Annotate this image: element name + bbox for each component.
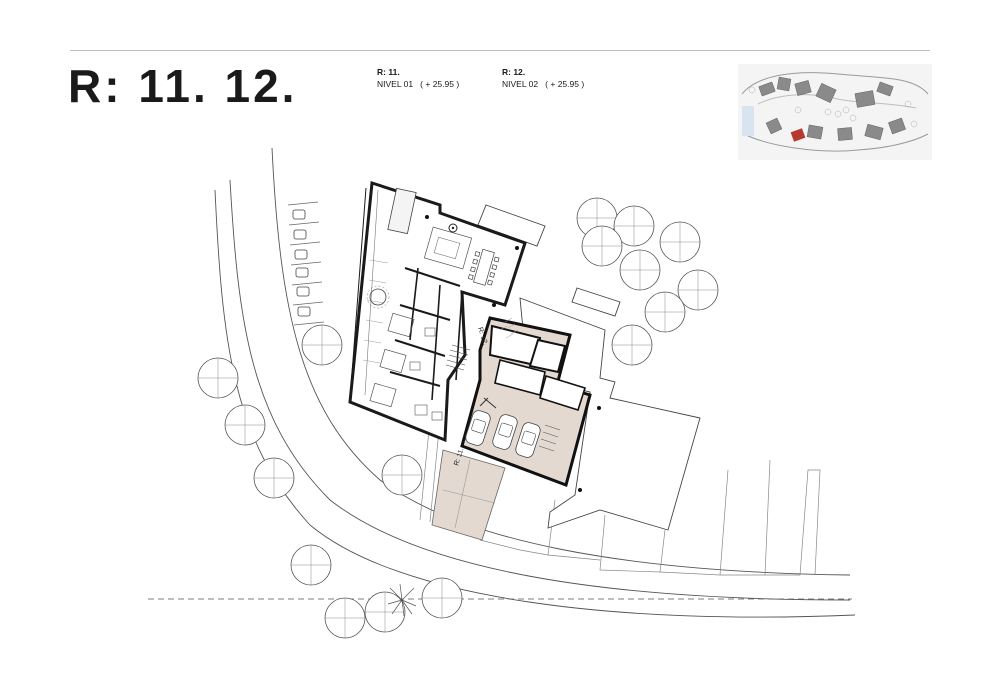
parked-cars (292, 209, 311, 317)
upper-unit-volume (348, 181, 527, 443)
page-title: R: 11. 12. (68, 60, 298, 112)
stairs (445, 344, 471, 371)
parking-stalls (287, 201, 325, 326)
unit-level: NIVEL 02 (502, 79, 539, 89)
palm-icon (387, 583, 417, 617)
lower-unit-volume (460, 316, 601, 492)
unit-info-r12: R: 12. NIVEL 02 ( + 25.95 ) (502, 66, 584, 90)
unit-info-r11: R: 11. NIVEL 01 ( + 25.95 ) (377, 66, 459, 90)
unit-code: R: 12. (502, 67, 526, 77)
unit-elevation: ( + 25.95 ) (420, 79, 460, 89)
unit-elevation: ( + 25.95 ) (545, 79, 585, 89)
plant-icon (479, 397, 497, 409)
key-map-marker (790, 128, 806, 142)
planting-hatch (499, 317, 519, 339)
garage-stairs (538, 424, 561, 452)
unit-level: NIVEL 01 (377, 79, 414, 89)
entry-driveway (431, 449, 506, 541)
adjacent-lots (479, 459, 821, 576)
unit-code: R: 11. (377, 67, 400, 77)
site-key-map (738, 64, 932, 160)
header-rule (70, 50, 930, 51)
